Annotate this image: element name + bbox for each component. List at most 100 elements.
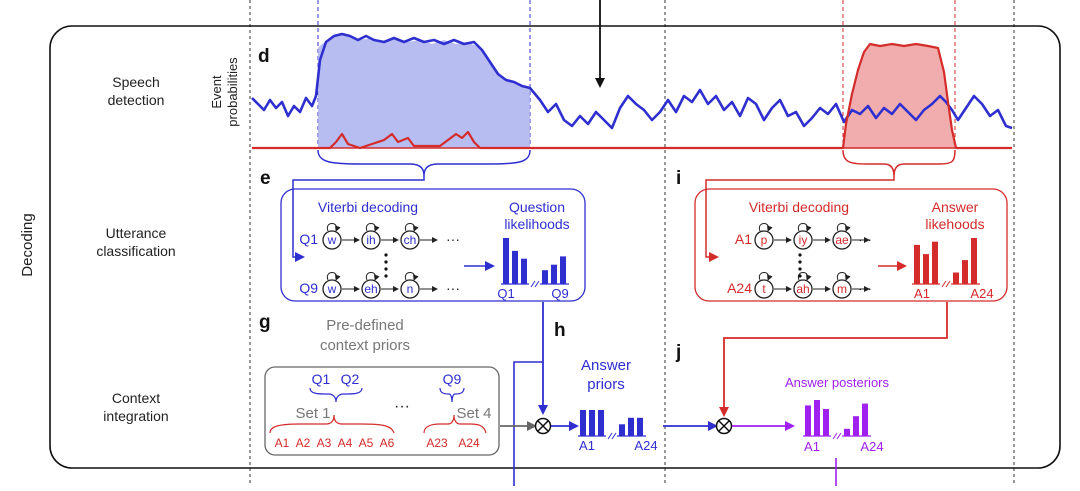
panel-letter-h: h (554, 320, 566, 341)
question-row2-phone-node: eh (361, 272, 381, 299)
answer-hmm-chains: p iy ae t ah m (754, 223, 870, 299)
answer-set-a23: A23 (426, 436, 448, 450)
answer-classifier-box (694, 188, 1008, 302)
answer-likelihood-bar (914, 244, 920, 284)
set-4-label: Set 4 (456, 405, 491, 422)
question-axis-first: Q1 (497, 286, 514, 301)
question-axis-last: Q9 (551, 286, 568, 301)
answer-prior-bars (578, 410, 646, 440)
answer-row1-self-loop (797, 223, 812, 232)
question-set-q2: Q2 (341, 371, 360, 387)
answer-priors-title-1: Answer (581, 357, 631, 374)
context-priors-title-2: context priors (320, 337, 410, 354)
question-likelihood-bar (521, 258, 527, 284)
answer-set-a24: A24 (458, 436, 480, 450)
answer-prior-bar (619, 424, 625, 436)
answer-posterior-bar (814, 400, 820, 436)
question-row2-phone-node: w (322, 272, 342, 299)
question-row2-phone-label: n (407, 282, 414, 296)
answer-row1-phone-node: p (754, 223, 774, 250)
answer-posterior-bar (823, 409, 829, 436)
decoding-frame (49, 25, 1061, 469)
answer-row1-label: A1 (735, 231, 752, 247)
answer-likelihood-axis-break (945, 280, 951, 288)
answer-likelihoods-label-1: Answer (932, 199, 979, 215)
context-sets-ellipsis: ··· (394, 398, 410, 415)
answer-event-fill (843, 44, 955, 148)
answer-posterior-axis-break (832, 432, 838, 440)
panel-letter-j: j (675, 342, 681, 363)
question-likelihood-axis-break (530, 280, 536, 288)
answer-row2-self-loop (758, 272, 773, 281)
answer-set-a1: A1 (275, 436, 290, 450)
answer-prior-axis-last: A24 (634, 438, 657, 453)
prior-multiply-node (534, 417, 552, 435)
context-priors-title-1: Pre-defined (326, 317, 404, 334)
question-event-fill (318, 34, 530, 148)
answer-likelihood-bar (923, 254, 929, 284)
answer-posterior-bar (844, 428, 850, 436)
answer-row2-phone-node: m (832, 272, 852, 299)
question-likelihood-bar (560, 256, 566, 284)
question-likelihood-bar (503, 238, 509, 284)
answer-set-a6: A6 (380, 436, 395, 450)
event-probabilities-label-1: Event (209, 75, 224, 109)
answer-likelihood-bar (962, 260, 968, 284)
answer-likelihood-bar (932, 241, 938, 284)
answer-axis-last: A24 (970, 286, 993, 301)
question-row1-self-loop (365, 223, 380, 232)
question-row1-self-loop (404, 223, 419, 232)
row-label-utterance-1: Utterance (106, 225, 167, 241)
answer-row1-phone-node: ae (832, 223, 852, 250)
answer-row2-phone-node: t (754, 272, 774, 299)
answer-axis-first: A1 (914, 286, 930, 301)
answer-row2-phone-label: ah (796, 282, 809, 296)
question-bypass-line (513, 361, 543, 486)
answer-event-trace (252, 42, 1012, 150)
answer-row1-phone-label: ae (835, 233, 849, 247)
answer-prior-axis-break (607, 432, 613, 440)
question-classifier-box (280, 188, 586, 302)
answer-input-arrow (705, 176, 895, 262)
answer-row1-self-loop (836, 223, 851, 232)
question-row2-phone-label: eh (364, 282, 377, 296)
question-row1-label: Q1 (299, 231, 318, 247)
answer-posterior-axis-last: A24 (860, 439, 883, 454)
answer-row1-phone-label: iy (799, 233, 808, 247)
question-viterbi-label: Viterbi decoding (318, 199, 418, 215)
answer-window-brace (842, 149, 956, 177)
answer-likelihoods-to-posterior-arrow (719, 302, 948, 417)
answer-prior-axis-first: A1 (579, 438, 595, 453)
answer-set-labels: A1 A2 A3 A4 A5 A6 A23 A24 (275, 436, 480, 450)
question-likelihood-axis-break (534, 280, 540, 288)
row-label-context-2: integration (103, 408, 168, 424)
answer-likelihood-bar (971, 238, 977, 284)
answer-set-a4: A4 (338, 436, 353, 450)
row-label-utterance-2: classification (96, 243, 175, 259)
answer-set-a3: A3 (317, 436, 332, 450)
question-set-q9: Q9 (443, 371, 462, 387)
question-likelihood-bar (551, 264, 557, 284)
answer-row2-phone-node: ah (793, 272, 813, 299)
row-label-speech-1: Speech (112, 74, 159, 90)
question-row1-phone-node: w (322, 223, 342, 250)
answer-vertical-ellipsis (798, 253, 802, 278)
question-input-arrow (292, 176, 425, 262)
answer-row1-ellipsis: ··· (858, 231, 872, 247)
question-row1-phone-node: ch (400, 223, 420, 250)
row-label-context-1: Context (112, 390, 160, 406)
question-set4-brace (439, 387, 465, 403)
answer-prior-bar (589, 410, 595, 436)
question-likelihood-bar (512, 250, 518, 284)
question-row2-phone-node: n (400, 272, 420, 299)
question-row2-self-loop (404, 272, 419, 281)
question-row1-self-loop (326, 223, 341, 232)
answer-likelihood-bar (953, 272, 959, 284)
question-set-q1: Q1 (312, 371, 331, 387)
posterior-multiply-node (715, 417, 733, 435)
answer-likelihoods-label-2: likehoods (925, 216, 984, 232)
question-row2-self-loop (365, 272, 380, 281)
